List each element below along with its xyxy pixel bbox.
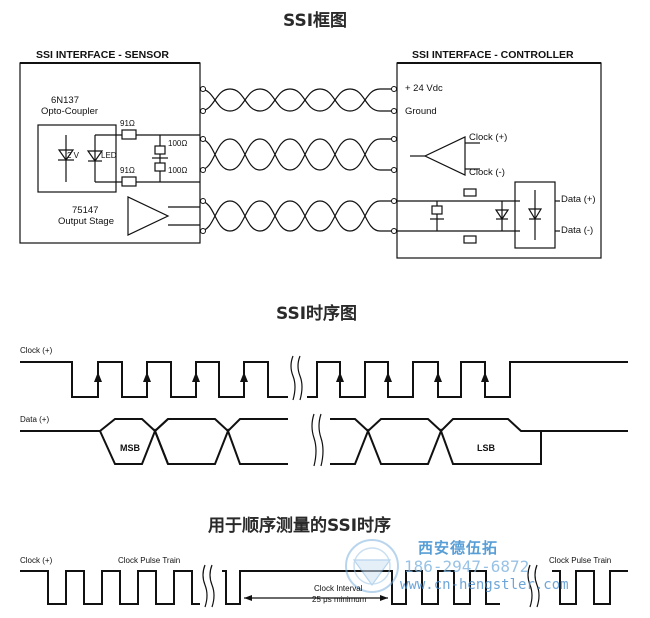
optocoupler-label: Opto-Coupler: [41, 106, 99, 117]
timing-data-label: Data (+): [20, 415, 50, 424]
data-pos-label: Data (+): [561, 194, 596, 205]
lsb-label: LSB: [477, 443, 495, 453]
msb-label: MSB: [120, 443, 140, 453]
driver-part: 75147: [72, 205, 99, 216]
twisted-pair-clock: [199, 138, 397, 171]
controller-header: SSI INTERFACE - CONTROLLER: [412, 49, 574, 61]
block-diagram-title: SSI框图: [283, 11, 348, 31]
data-neg-label: Data (-): [561, 225, 594, 236]
output-buffer: [127, 196, 170, 236]
watermark-phone: 186-2947-6872: [404, 557, 530, 576]
optocoupler-box: [37, 124, 117, 193]
driver-label: Output Stage: [58, 216, 114, 227]
clock-pos-label: Clock (+): [469, 132, 508, 143]
timing-diagram-title: SSI时序图: [276, 304, 358, 324]
sequential-timing-title: 用于顺序测量的SSI时序: [208, 516, 392, 536]
sequential-clock-waveform: [20, 570, 628, 605]
watermark-company: 西安德伍拓: [418, 539, 499, 557]
clock-driver: [423, 136, 466, 176]
clock-neg-label: Clock (-): [469, 167, 505, 178]
interval-label-2: 25 μs minimum: [312, 595, 367, 604]
zener-diode: [57, 149, 75, 162]
sensor-header: SSI INTERFACE - SENSOR: [36, 49, 170, 61]
receiver-opto-box: [514, 181, 556, 249]
sequential-clock-label: Clock (+): [20, 556, 53, 565]
interval-label-1: Clock Interval: [314, 584, 363, 593]
led-label: LED: [101, 151, 117, 160]
resistor-label-r4: 100Ω: [168, 166, 188, 175]
resistor-label-r2: 91Ω: [120, 166, 135, 175]
optocoupler-part: 6N137: [51, 95, 79, 106]
timing-clock-label: Clock (+): [20, 346, 53, 355]
watermark-logo: [345, 539, 399, 593]
twisted-pair-data: [199, 200, 397, 232]
resistor-label-r3: 100Ω: [168, 139, 188, 148]
twisted-pair-power: [199, 88, 397, 112]
zener-label: 2 V: [67, 151, 80, 160]
watermark-url: www.cn-hengstler.com: [400, 577, 569, 593]
train-right-label: Clock Pulse Train: [549, 556, 612, 565]
clock-waveform: [20, 361, 628, 398]
ground-label: Ground: [405, 106, 437, 117]
vdc-label: + 24 Vdc: [405, 83, 443, 94]
train-left-label: Clock Pulse Train: [118, 556, 181, 565]
resistor-label-r1: 91Ω: [120, 119, 135, 128]
led-diode: [86, 150, 104, 163]
